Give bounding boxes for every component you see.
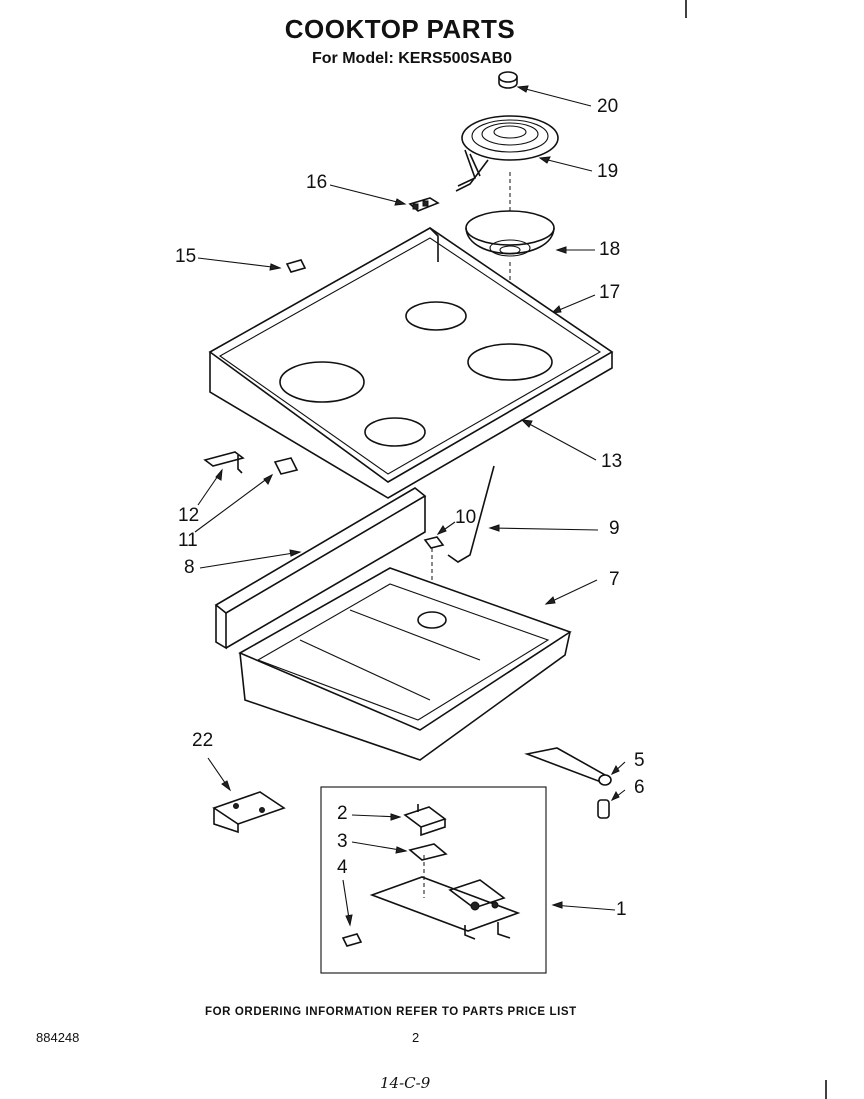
parts-kit-box [320, 786, 547, 974]
model-subtitle: For Model: KERS500SAB0 [312, 50, 513, 67]
callout-22: 22 [192, 730, 214, 751]
part-19-drawing [455, 115, 559, 192]
callout-5: 5 [634, 750, 645, 771]
callout-2: 2 [337, 803, 348, 824]
document-number: 884248 [36, 1030, 80, 1045]
page-number: 2 [412, 1030, 420, 1045]
part-5-drawing [524, 747, 612, 786]
handwritten-note: 14-C-9 [380, 1074, 431, 1092]
callout-4: 4 [337, 857, 348, 878]
callout-6: 6 [634, 777, 645, 798]
part-1-drawing [369, 855, 521, 940]
part-9-drawing [447, 465, 495, 563]
part-18-drawing [465, 210, 555, 257]
part-13-drawing [208, 227, 614, 499]
callout-20: 20 [597, 96, 619, 117]
part-16-drawing [408, 197, 440, 212]
callout-8: 8 [184, 557, 195, 578]
part-10-drawing [423, 536, 445, 549]
part-2-drawing [403, 804, 447, 837]
callout-3: 3 [337, 831, 348, 852]
callout-17: 17 [599, 282, 621, 303]
callout-19: 19 [597, 161, 619, 182]
callout-1: 1 [616, 899, 627, 920]
page-title: COOKTOP PARTS [284, 14, 516, 44]
part-20-drawing [498, 71, 518, 89]
ordering-note: FOR ORDERING INFORMATION REFER TO PARTS … [205, 1006, 577, 1018]
part-11-drawing [273, 457, 299, 475]
callout-18: 18 [599, 239, 621, 260]
callout-16: 16 [306, 172, 328, 193]
part-4-drawing [341, 933, 363, 947]
callout-7: 7 [609, 569, 620, 590]
part-22-drawing [212, 791, 286, 834]
callout-9: 9 [609, 518, 620, 539]
part-12-drawing [203, 451, 245, 474]
callout-15: 15 [175, 246, 197, 267]
part-6-drawing [597, 799, 610, 819]
part-7-drawing [238, 567, 572, 761]
callout-10: 10 [455, 507, 477, 528]
part-15-drawing [285, 259, 307, 273]
part-3-drawing [408, 843, 448, 861]
callout-11: 11 [178, 530, 198, 551]
callout-13: 13 [601, 451, 623, 472]
callout-12: 12 [178, 505, 200, 526]
part-8-drawing [214, 487, 427, 650]
